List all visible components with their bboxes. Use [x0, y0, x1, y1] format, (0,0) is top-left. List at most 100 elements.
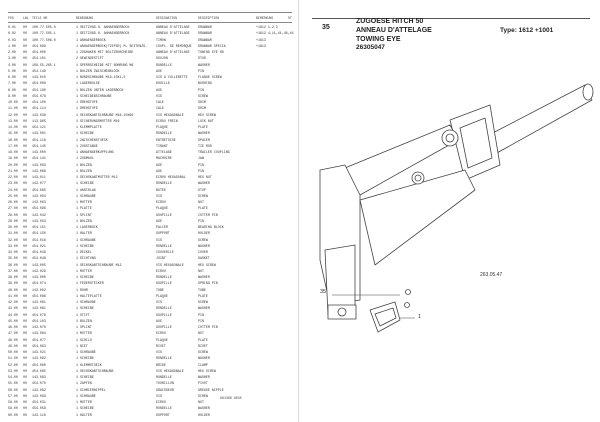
table-cell: ENTRETOISE	[156, 137, 176, 142]
table-cell: 143.077	[32, 181, 46, 186]
table-cell: 0.03	[8, 37, 16, 42]
table-cell: DRAWBAR	[198, 37, 212, 42]
table-cell: 1 SCHEIBE	[76, 375, 94, 379]
table-cell: 454.079	[32, 93, 46, 98]
table-cell: RONDELLE	[156, 181, 172, 186]
table-cell: 1 SCHEIBE	[76, 356, 94, 361]
table-cell: 00	[23, 350, 27, 354]
table-cell: 00	[23, 293, 27, 298]
table-cell: 00	[23, 237, 27, 242]
table-cell: 454.048	[32, 256, 46, 261]
table-cell: 56.00	[8, 387, 18, 392]
table-cell: HEX SCREW	[198, 112, 216, 117]
table-cell: VIS HEXAGONALE	[156, 112, 184, 117]
table-cell: WASHER	[198, 406, 210, 411]
table-cell: 143.038	[32, 112, 46, 117]
table-cell: 00	[23, 325, 27, 329]
table-cell: HOLDER	[198, 412, 210, 417]
table-cell: 35.00	[8, 256, 18, 261]
table-cell: RONDELLE	[156, 406, 172, 411]
table-cell: 43.00	[8, 306, 18, 311]
table-cell: PLAQUE	[156, 337, 168, 342]
table-cell: 00	[23, 275, 27, 279]
table-cell: 00	[23, 100, 27, 104]
table-cell: SPACER	[198, 137, 210, 142]
table-cell: 30.00	[8, 225, 18, 229]
table-cell: 00	[23, 31, 27, 36]
table-cell: BEARING BLOCK	[198, 225, 224, 229]
col-desc-fr: DESIGNATION	[156, 16, 178, 20]
col-desc-en: DESCRIPTION	[198, 16, 220, 20]
part-number: 26305047	[356, 44, 385, 51]
table-cell: 00	[23, 231, 27, 236]
table-cell: 454.063	[32, 343, 46, 348]
table-cell: VIS	[156, 193, 162, 198]
table-cell: 34.00	[8, 250, 18, 254]
figure-code: 263.05.47	[480, 272, 503, 278]
table-cell: 454.151	[32, 225, 46, 229]
table-cell: 00	[23, 331, 27, 336]
table-cell: RONDELLE	[156, 62, 172, 67]
table-cell: 454.141	[32, 156, 46, 161]
table-cell: 40.00	[8, 287, 18, 292]
table-cell: CALE	[156, 100, 164, 104]
table-cell: SCREW	[198, 93, 208, 98]
table-cell: 143.099	[32, 393, 46, 398]
table-cell: 53.00	[8, 368, 18, 373]
table-cell: 00	[23, 318, 27, 323]
table-cell: VIS HEXAGONALE	[156, 368, 184, 373]
table-cell: VIS A COLLERETTE	[156, 75, 188, 79]
table-cell: 45.00	[8, 318, 18, 323]
table-cell: 13.00	[8, 118, 18, 123]
table-cell: 00	[23, 181, 27, 186]
table-cell: 7.00	[8, 81, 16, 86]
table-cell: 143.011	[32, 175, 46, 179]
table-cell: 00	[23, 131, 27, 136]
table-cell: HEX SCREW	[198, 368, 216, 373]
table-cell: ECROU HEXAGONAL	[156, 175, 186, 179]
table-cell: 100.77.505.1	[32, 31, 56, 36]
table-cell: DRAWBAR	[198, 31, 212, 36]
table-cell: PLAQUE	[156, 206, 168, 211]
table-cell: 143.082	[32, 387, 46, 392]
table-cell: HOLDER	[198, 231, 210, 236]
table-cell: 00	[23, 125, 27, 129]
table-cell: 1 SECHSKANTSCHRAUBE M12	[76, 262, 122, 267]
table-cell: ECROU	[156, 400, 166, 404]
title-rule	[312, 18, 590, 19]
table-cell: STUD	[198, 56, 206, 61]
table-cell: 143.063	[32, 162, 46, 167]
table-cell: 454.016	[32, 237, 46, 242]
table-cell: 00	[23, 262, 27, 267]
table-cell: 00	[23, 37, 27, 42]
table-cell: TIRANT	[156, 143, 168, 148]
table-cell: COTTER PIN	[198, 212, 218, 217]
table-cell: 1 ZUGSTANGE	[76, 143, 98, 148]
table-cell: 1 LAGERHULSE	[76, 81, 100, 86]
table-cell: 00	[23, 393, 27, 398]
table-cell: 1 BOLZEN ZWISCHENBLOCK	[76, 68, 120, 73]
title-fr: ANNEAU D'ATTELAGE	[356, 27, 432, 34]
table-cell: 00	[23, 281, 27, 286]
table-cell: 5.00	[8, 68, 16, 73]
table-cell: 4.00	[8, 62, 16, 67]
table-cell: 454.103	[32, 318, 46, 323]
table-cell: RIVET	[156, 343, 166, 348]
nut-part	[404, 302, 410, 308]
table-cell: 33.00	[8, 243, 18, 248]
table-cell: SCREW	[198, 300, 208, 304]
table-cell: 00	[23, 175, 27, 179]
table-cell: 55.00	[8, 381, 18, 386]
table-cell: +1613	[256, 37, 266, 42]
table-cell: 1 SCHRAUBE	[76, 350, 96, 354]
table-cell: FLANGE SCREW	[198, 75, 222, 79]
table-cell: 454.000	[32, 50, 46, 54]
table-cell: RONDELLE	[156, 375, 172, 379]
table-cell: DRAWBAR SPECIA	[198, 43, 226, 48]
